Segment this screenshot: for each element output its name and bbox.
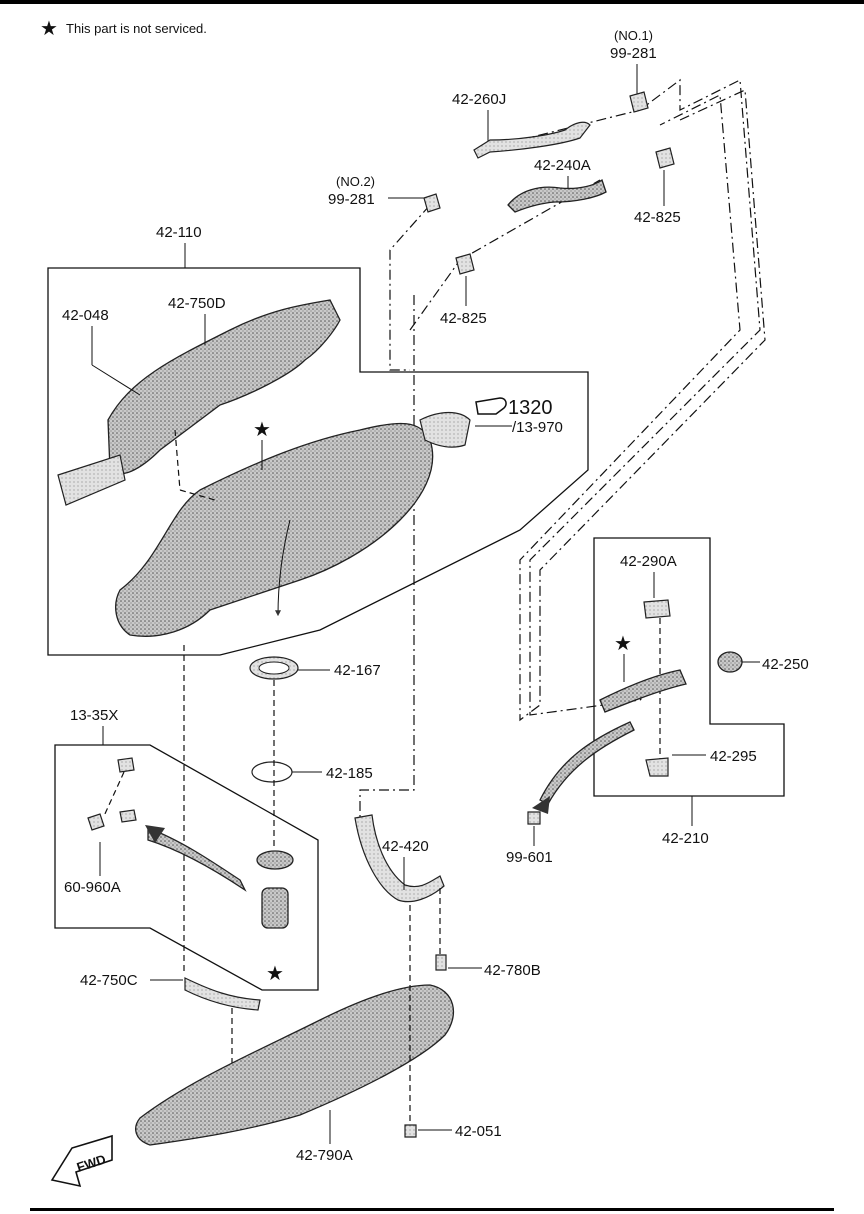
routing-line-upper <box>389 204 431 371</box>
bolt-99-601 <box>527 811 541 825</box>
ref-13-970[interactable]: /13-970 <box>512 419 563 436</box>
sensor-clip-b <box>87 813 105 831</box>
label-no2: (NO.2) <box>336 174 375 189</box>
converter-inlet <box>419 411 471 448</box>
star-icon: ★ <box>40 18 58 40</box>
label-42-825-upper: 42-825 <box>634 209 681 226</box>
hanger-42-240A <box>507 178 607 213</box>
grommet-42-825-upper <box>655 147 675 169</box>
leader-42-048b <box>91 364 141 396</box>
label-42-240A: 42-240A <box>534 157 591 174</box>
top-rule <box>0 0 864 4</box>
bolt-42-780B <box>435 954 447 971</box>
sensor-arrow-head <box>145 825 165 843</box>
rear-pipe-42-210 <box>599 669 687 713</box>
star-icon: ★ <box>614 633 632 655</box>
connection-arrow-head <box>532 796 550 814</box>
label-13-35X: 13-35X <box>70 707 118 724</box>
heat-shield-42-790A <box>135 984 454 1146</box>
label-42-048: 42-048 <box>62 307 109 324</box>
label-42-290A: 42-290A <box>620 553 677 570</box>
bracket-42-420 <box>354 814 445 903</box>
label-42-825-lower: 42-825 <box>440 310 487 327</box>
sensor-cap <box>256 850 294 870</box>
label-42-250: 42-250 <box>762 656 809 673</box>
label-42-051: 42-051 <box>455 1123 502 1140</box>
sensor-unit-arrow <box>147 827 247 892</box>
routing-outer-loop-2 <box>519 89 766 722</box>
star-icon: ★ <box>266 963 284 985</box>
bracket-42-260J <box>473 121 591 159</box>
sensor-clip-a <box>117 757 135 773</box>
gasket-42-295 <box>645 757 669 777</box>
sensor-body <box>261 887 289 929</box>
label-99-281-no2: 99-281 <box>328 191 375 208</box>
heat-shield-flange <box>57 454 126 506</box>
clip-guide <box>103 771 125 817</box>
label-42-210: 42-210 <box>662 830 709 847</box>
book-reference-icon <box>475 397 507 415</box>
label-42-780B: 42-780B <box>484 962 541 979</box>
sensor-clip-c <box>119 809 137 823</box>
label-42-185: 42-185 <box>326 765 373 782</box>
label-42-167: 42-167 <box>334 662 381 679</box>
book-reference[interactable]: 1320 <box>475 397 553 419</box>
label-42-420: 42-420 <box>382 838 429 855</box>
routing-outer-loop <box>479 78 761 716</box>
label-42-260J: 42-260J <box>452 91 506 108</box>
label-42-295: 42-295 <box>710 748 757 765</box>
clamp-99-281-no2 <box>423 193 441 213</box>
group-box-42-110 <box>47 267 589 656</box>
tail-pipe-42-250 <box>717 651 743 673</box>
connection-arrow <box>539 721 635 805</box>
catalytic-converter <box>115 422 434 637</box>
star-icon: ★ <box>253 419 271 441</box>
group-box-42-210 <box>593 537 785 797</box>
shield-guide-line <box>174 429 181 491</box>
bolt-42-051 <box>404 1124 417 1138</box>
fwd-arrow-icon: FWD <box>50 1134 113 1188</box>
gasket-42-167-inner <box>258 661 290 675</box>
legend-note: ★ This part is not serviced. <box>40 18 207 40</box>
routing-line-vertical <box>359 295 415 820</box>
label-99-601: 99-601 <box>506 849 553 866</box>
hanger-42-290A <box>643 599 671 619</box>
label-42-750C: 42-750C <box>80 972 138 989</box>
shield-guide-line-2 <box>179 489 216 501</box>
label-42-110: 42-110 <box>156 224 202 241</box>
label-60-960A: 60-960A <box>64 879 121 896</box>
bottom-rule <box>30 1208 834 1211</box>
heat-shield-42-750D <box>107 299 341 475</box>
grommet-42-825-lower <box>455 253 475 275</box>
heat-shield-42-750C <box>184 977 261 1011</box>
flow-arrow <box>275 519 291 617</box>
seal-ring-42-185 <box>251 761 293 783</box>
label-99-281-no1: 99-281 <box>610 45 657 62</box>
clamp-99-281-no1 <box>629 91 649 113</box>
group-box-13-35X <box>54 744 319 991</box>
ref-1320[interactable]: 1320 <box>508 397 553 419</box>
label-no1: (NO.1) <box>614 28 653 43</box>
label-42-750D: 42-750D <box>168 295 226 312</box>
label-42-790A: 42-790A <box>296 1147 353 1164</box>
legend-text: This part is not serviced. <box>66 21 207 36</box>
